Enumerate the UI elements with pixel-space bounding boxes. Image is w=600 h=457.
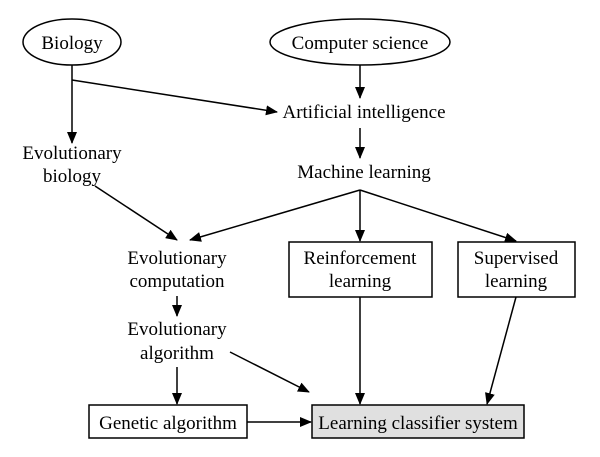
supervised-learning-box	[457, 241, 576, 298]
learning-classifier-system-box	[311, 404, 525, 439]
biology-label: Biology	[41, 33, 103, 54]
evolutionary-algorithm-label-line-2: algorithm	[140, 343, 214, 364]
supervised-learning-label-line-2: learning	[485, 271, 548, 292]
evolutionary-biology-label-line-1: Evolutionary	[22, 143, 122, 164]
evolutionary-algorithm-label-line-1: Evolutionary	[127, 319, 227, 340]
evolutionary-computation-label-line-2: computation	[130, 271, 225, 292]
supervised-learning-label-line-1: Supervised	[474, 248, 559, 269]
machine-learning-label: Machine learning	[297, 162, 431, 183]
edge-evolutionary-algorithm-lcs	[229, 351, 310, 393]
edge-machine-learning-supervised-learning	[359, 189, 517, 243]
edge-supervised-learning-lcs	[485, 296, 517, 405]
evolutionary-computation-label-line-1: Evolutionary	[127, 248, 227, 269]
reinforcement-learning-label-line-1: Reinforcement	[304, 248, 418, 269]
computer-science-label: Computer science	[292, 33, 429, 54]
edge-evolutionary-biology-evolutionary-computation	[94, 185, 178, 241]
edge-biology-artificial-intelligence	[71, 79, 278, 116]
evolutionary-biology-label-line-2: biology	[43, 166, 102, 187]
learning-classifier-system-label: Learning classifier system	[318, 413, 518, 434]
reinforcement-learning-label-line-2: learning	[329, 271, 392, 292]
artificial-intelligence-label: Artificial intelligence	[282, 102, 445, 123]
edge-machine-learning-evolutionary-computation	[189, 189, 361, 242]
genetic-algorithm-label: Genetic algorithm	[99, 413, 237, 434]
